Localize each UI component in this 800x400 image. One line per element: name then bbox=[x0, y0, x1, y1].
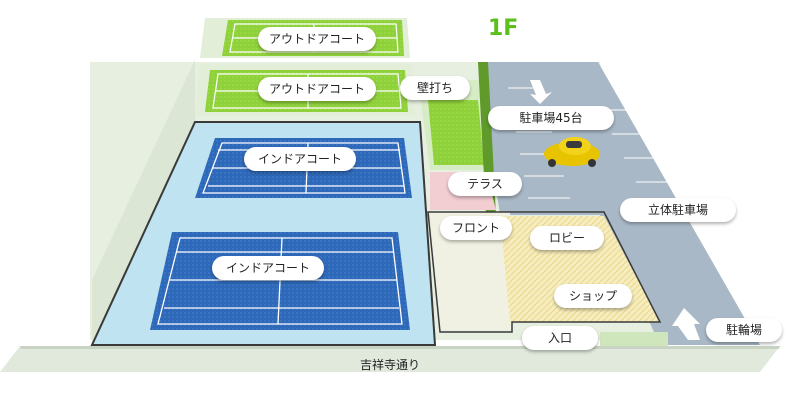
label-multilevel-parking[interactable]: 立体駐車場 bbox=[620, 198, 736, 222]
label-front[interactable]: フロント bbox=[440, 216, 512, 240]
label-bicycle-parking[interactable]: 駐輪場 bbox=[706, 318, 782, 342]
label-parking[interactable]: 駐車場45台 bbox=[488, 106, 614, 130]
label-terrace[interactable]: テラス bbox=[448, 172, 522, 196]
label-shop[interactable]: ショップ bbox=[554, 284, 632, 308]
street-name: 吉祥寺通り bbox=[359, 358, 420, 372]
wall-practice-court bbox=[428, 100, 484, 165]
building-outline bbox=[427, 211, 662, 333]
parking-entry-arrow-icon bbox=[530, 80, 552, 104]
indoor-court-2-lines bbox=[157, 237, 403, 325]
label-entrance[interactable]: 入口 bbox=[522, 326, 598, 350]
label-indoor-court-2[interactable]: インドアコート bbox=[212, 256, 324, 280]
building-left-wall bbox=[92, 60, 195, 345]
car-icon bbox=[544, 137, 600, 167]
parking-lot bbox=[478, 62, 760, 345]
label-outdoor-court-2[interactable]: アウトドアコート bbox=[258, 77, 376, 101]
street bbox=[0, 346, 780, 372]
street-shadow bbox=[20, 346, 780, 349]
label-wall-practice[interactable]: 壁打ち bbox=[400, 76, 470, 100]
floor-label: 1F bbox=[488, 16, 519, 41]
label-outdoor-court-1[interactable]: アウトドアコート bbox=[258, 27, 376, 51]
label-lobby[interactable]: ロビー bbox=[530, 226, 604, 250]
front-area bbox=[430, 212, 512, 330]
green-strip bbox=[600, 332, 668, 346]
parking-exit-arrow-icon bbox=[672, 308, 700, 340]
label-indoor-court-1[interactable]: インドアコート bbox=[244, 147, 356, 171]
